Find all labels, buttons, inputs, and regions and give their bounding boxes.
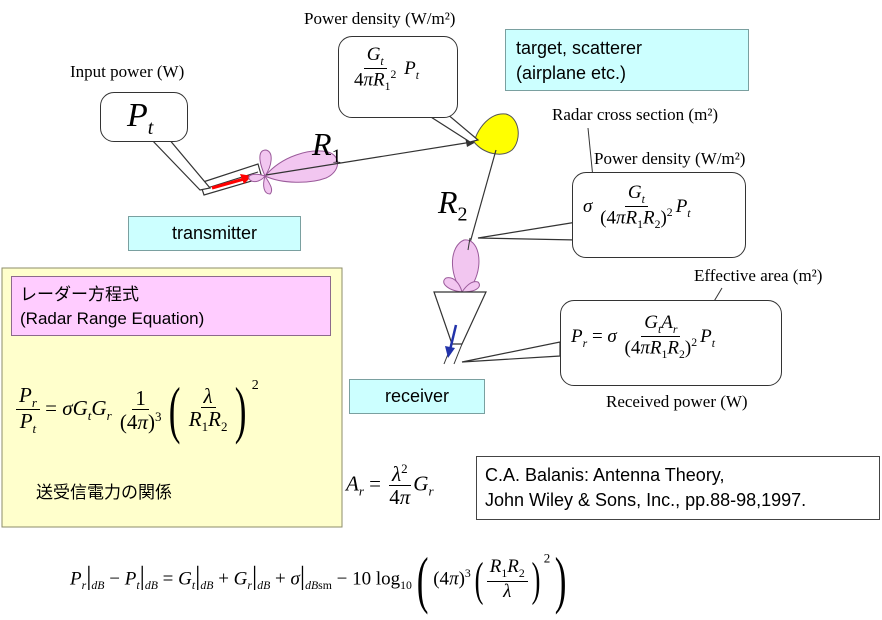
transmitter-antenna-pattern	[248, 149, 338, 195]
effective-area-label: Effective area (m²)	[694, 266, 823, 285]
radar-equation-title-jp: レーダー方程式	[20, 285, 139, 304]
reference-line-1: C.A. Balanis: Antenna Theory,	[485, 465, 725, 485]
transmitter-label: transmitter	[171, 223, 258, 243]
reference-line-2: John Wiley & Sons, Inc., pp.88-98,1997.	[485, 490, 807, 510]
radar-equation-title-box: レーダー方程式 (Radar Range Equation)	[11, 276, 331, 336]
target-shape	[473, 113, 519, 155]
input-power-callout: Pt	[100, 92, 188, 142]
receiver-label: receiver	[384, 386, 450, 406]
r2-symbol: R2	[438, 184, 468, 226]
pt-symbol: Pt	[127, 97, 154, 139]
receive-arrow-icon	[445, 324, 458, 358]
path-r2-line	[467, 149, 497, 251]
r1-symbol: R1	[312, 126, 342, 168]
target-line-2: (airplane etc.)	[516, 63, 627, 83]
target-info-box: target, scatterer (airplane etc.)	[505, 29, 749, 91]
input-power-callout-tail	[148, 137, 212, 191]
radar-equation-title-en: (Radar Range Equation)	[20, 309, 205, 328]
power-relation-caption: 送受信電力の関係	[36, 483, 172, 502]
received-power-label: Received power (W)	[606, 392, 748, 411]
power-density-top-label: Power density (W/m²)	[304, 9, 456, 28]
transmitter-label-box: transmitter	[128, 216, 301, 251]
receiver-label-box: receiver	[349, 379, 485, 414]
receiver-horn	[433, 291, 487, 365]
path-r1-line	[265, 141, 473, 176]
power-density-right-callout-tail	[477, 221, 578, 241]
target-line-1: target, scatterer	[516, 38, 643, 58]
input-power-label: Input power (W)	[70, 62, 185, 81]
db-equation: Pr|dB − Pt|dB = Gt|dB + Gr|dB + σ|dBsm −…	[70, 544, 567, 615]
reference-box: C.A. Balanis: Antenna Theory, John Wiley…	[476, 456, 880, 520]
received-power-callout-tail	[461, 341, 561, 363]
power-density-right-label: Power density (W/m²)	[594, 149, 746, 168]
radar-cross-section-label: Radar cross section (m²)	[552, 105, 719, 124]
